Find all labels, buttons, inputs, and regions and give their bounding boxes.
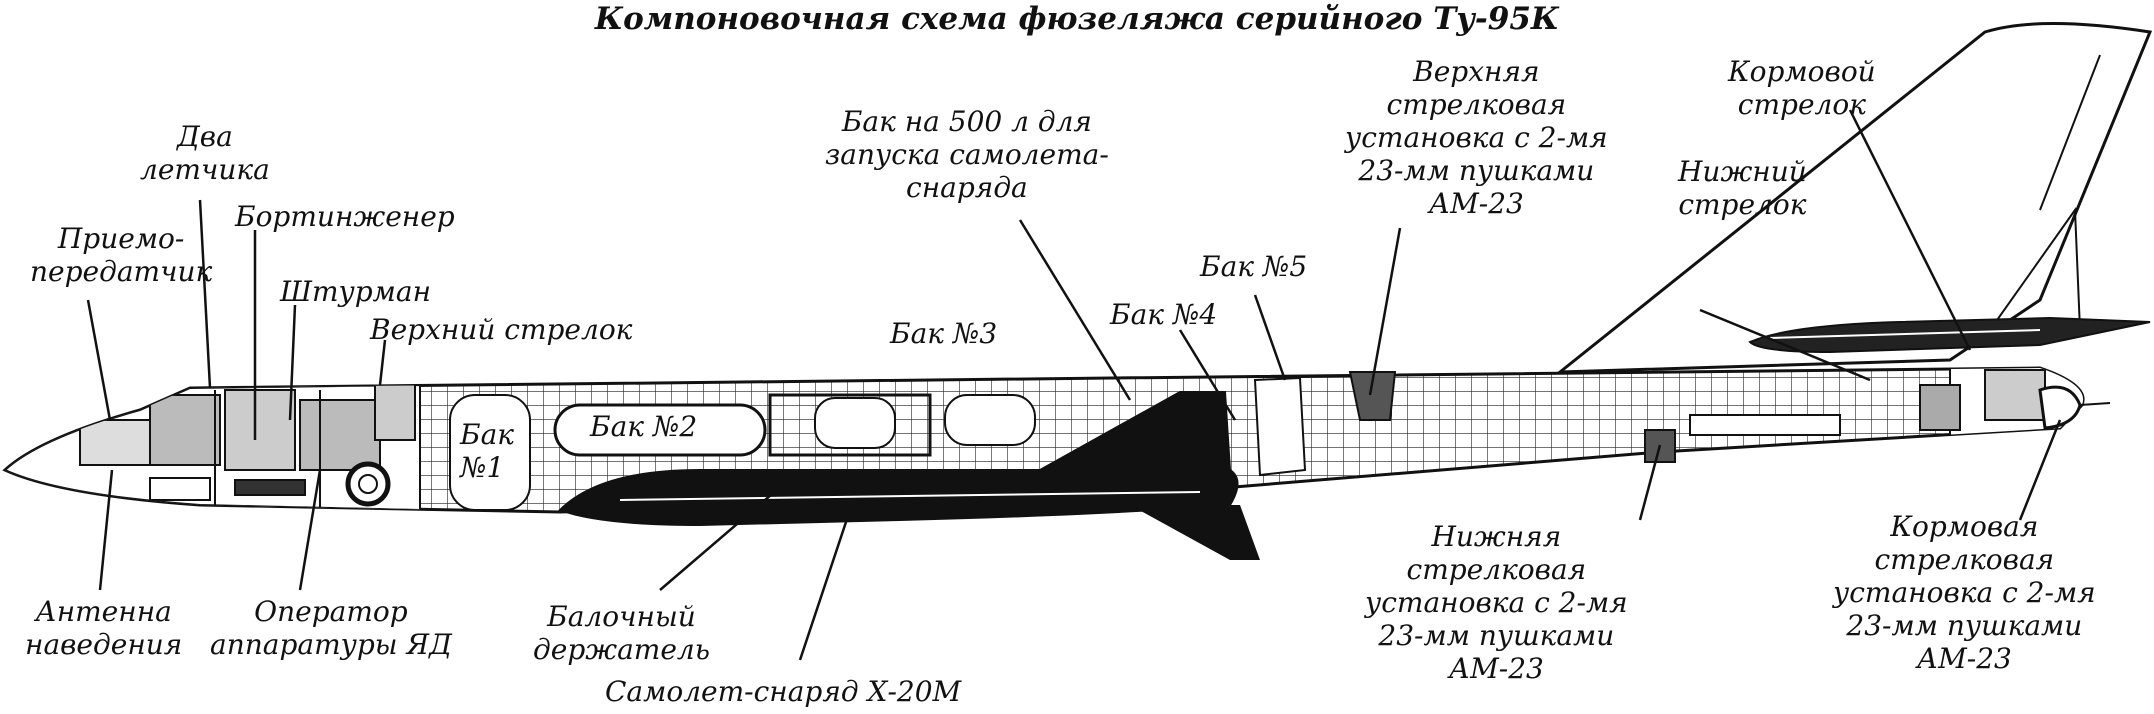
label-tank-4: Бак №4 — [1110, 298, 1218, 331]
label-flight-engineer: Бортинженер — [235, 200, 455, 233]
beam-holder-shape — [768, 393, 932, 457]
rudder-line — [2039, 54, 2101, 211]
label-transceiver: Приемо-передатчик — [30, 222, 213, 288]
tail-fin — [1555, 22, 2153, 374]
tail-fin-rudder — [1989, 207, 2081, 331]
cockpit-details — [79, 379, 416, 510]
leader-lines — [86, 109, 2062, 661]
label-tank-3: Бак №3 — [890, 317, 998, 350]
diagram-title: Компоновочная схема фюзеляжа серийного Т… — [594, 1, 1560, 37]
tail-turret — [2038, 385, 2082, 430]
tank-2-shape — [553, 403, 767, 457]
upper-turret — [1348, 371, 1397, 421]
label-upper-gunner: Верхний стрелок — [370, 313, 633, 346]
stabilizer — [1748, 316, 2151, 354]
tank-5-shape — [1253, 376, 1307, 477]
label-missile: Самолет-снаряд Х-20М — [605, 675, 962, 708]
tank-1-shape — [449, 394, 531, 511]
missile-wing — [1036, 391, 1232, 471]
label-navigator: Штурман — [280, 275, 432, 308]
lower-turret — [1644, 429, 1676, 463]
label-tank-5: Бак №5 — [1200, 250, 1308, 283]
missile-body — [558, 469, 1239, 527]
label-tank-2: Бак №2 — [590, 410, 698, 443]
missile-fin — [1130, 505, 1260, 560]
